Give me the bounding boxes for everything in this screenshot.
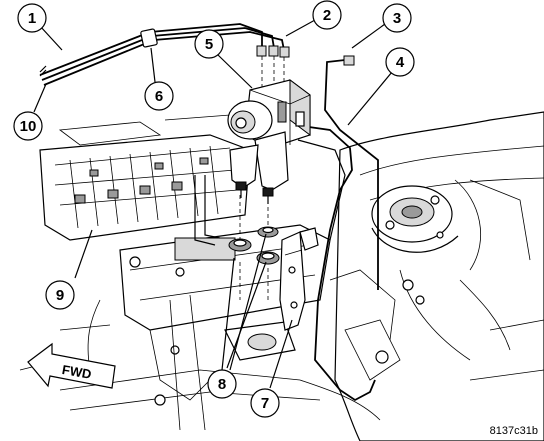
- svg-text:8: 8: [218, 376, 226, 393]
- leader-lines: [33, 19, 393, 389]
- callout-1: 1: [17, 3, 47, 33]
- callout-7: 7: [250, 388, 280, 418]
- svg-text:4: 4: [396, 54, 405, 71]
- brake-tube-bundle: [39, 23, 290, 86]
- figure-id-label: 8137c31b: [489, 425, 538, 437]
- abs-hydraulic-control-unit: [227, 79, 311, 204]
- brake-tube-3: [324, 55, 379, 290]
- callout-3: 3: [382, 3, 412, 33]
- svg-text:9: 9: [56, 287, 64, 304]
- svg-text:6: 6: [155, 88, 163, 105]
- callout-5: 5: [194, 29, 224, 59]
- svg-text:3: 3: [393, 10, 401, 27]
- tube-clip-icon: [140, 28, 158, 48]
- svg-text:2: 2: [323, 7, 331, 24]
- svg-text:1: 1: [28, 10, 36, 27]
- fwd-label: FWD: [61, 362, 93, 382]
- callout-6: 6: [144, 81, 174, 111]
- callout-8: 8: [207, 369, 237, 399]
- callout-9: 9: [45, 280, 75, 310]
- brake-tube-4: [194, 124, 376, 402]
- callout-4: 4: [385, 47, 415, 77]
- svg-text:5: 5: [205, 36, 213, 53]
- mounting-bracket: [279, 227, 319, 331]
- isolator-grommets: [228, 226, 280, 265]
- svg-text:7: 7: [261, 395, 269, 412]
- callout-10: 10: [13, 111, 43, 141]
- svg-text:10: 10: [20, 118, 37, 135]
- forward-direction-arrow-icon: FWD: [27, 342, 116, 389]
- callout-2: 2: [312, 0, 342, 30]
- radiator-support-ribs: [69, 145, 219, 229]
